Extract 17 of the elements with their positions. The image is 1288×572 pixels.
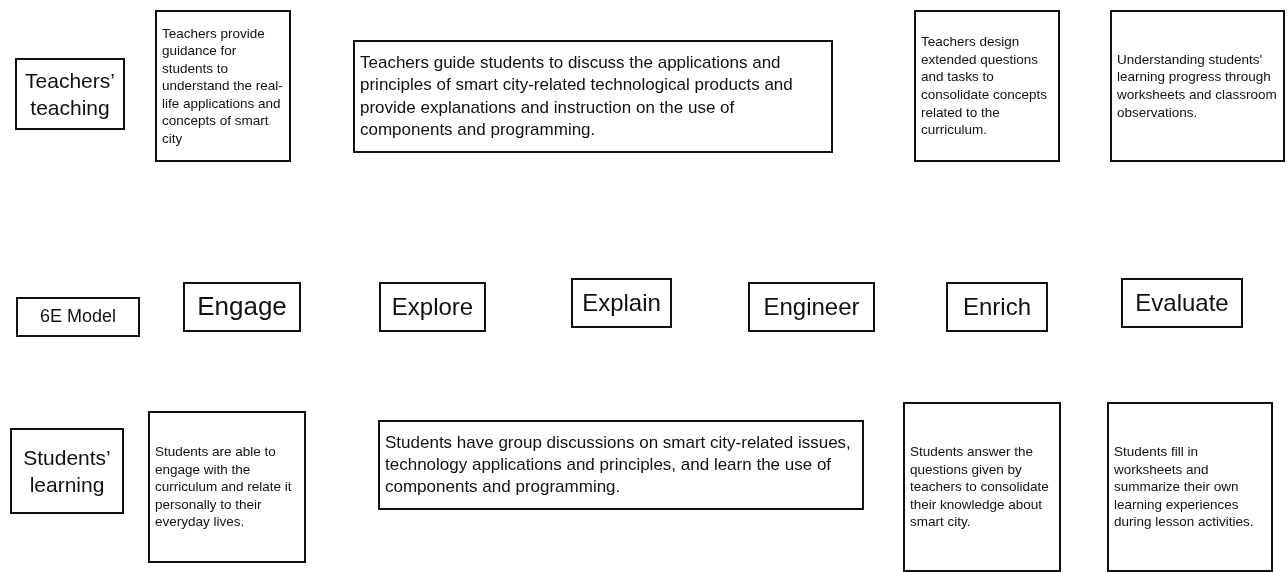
description-box: Teachers provide guidance for students to understand the real-life applications and concepts of smart city <box>155 10 291 162</box>
phase-box: Explain <box>571 278 672 328</box>
phase-box: Engage <box>183 282 301 332</box>
row-label: Students’ learning <box>10 428 124 514</box>
row-label: 6E Model <box>16 297 140 337</box>
description-box: Understanding students' learning progress through worksheets and classroom observations. <box>1110 10 1285 162</box>
description-box: Students have group discussions on smart city-related issues, technology applications and principles, and learn the use of components and programming. <box>378 420 864 510</box>
phase-box: Evaluate <box>1121 278 1243 328</box>
description-box: Students fill in worksheets and summarize their own learning experiences during lesson activities. <box>1107 402 1273 572</box>
phase-box: Engineer <box>748 282 875 332</box>
description-box: Students are able to engage with the curriculum and relate it personally to their everyday lives. <box>148 411 306 563</box>
phase-box: Enrich <box>946 282 1048 332</box>
description-box: Students answer the questions given by teachers to consolidate their knowledge about smart city. <box>903 402 1061 572</box>
description-box: Teachers guide students to discuss the applications and principles of smart city-related technological products and provide explanations and instruction on the use of components and programming. <box>353 40 833 153</box>
row-label: Teachers’ teaching <box>15 58 125 130</box>
phase-box: Explore <box>379 282 486 332</box>
description-box: Teachers design extended questions and tasks to consolidate concepts related to the curriculum. <box>914 10 1060 162</box>
